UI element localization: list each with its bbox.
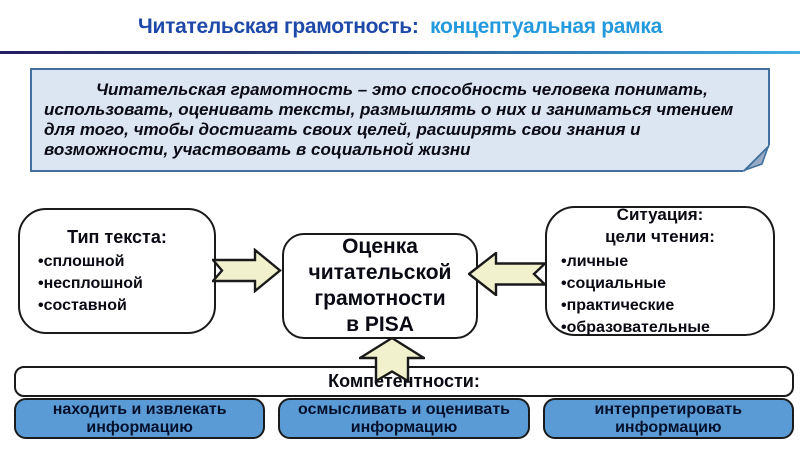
list-item: •практические: [561, 296, 675, 314]
arrow-right-icon: [212, 248, 282, 293]
list-item: •несплошной: [38, 274, 143, 292]
text-type-title: Тип текста:: [67, 226, 167, 247]
definition-text: Читательская грамотность – это способнос…: [44, 80, 734, 159]
folded-corner-icon: [743, 145, 770, 172]
list-item: •составной: [38, 296, 127, 314]
text-type-box: Тип текста: •сплошной •несплошной •соста…: [18, 208, 216, 334]
title-underline: [0, 51, 800, 54]
competency-find-extract: находить и извлекать информацию: [14, 398, 266, 439]
competencies-row: находить и извлекать информацию осмыслив…: [14, 398, 794, 439]
list-item: •личные: [561, 252, 629, 270]
reading-goals-list: •личные •социальные •практические •образ…: [547, 251, 773, 339]
page-title: Читательская грамотность: концептуальная…: [0, 15, 800, 39]
competency-reflect-evaluate: осмысливать и оценивать информацию: [278, 398, 530, 439]
definition-box: Читательская грамотность – это способнос…: [30, 68, 770, 172]
list-item: •социальные: [561, 274, 667, 292]
competency-interpret: интерпретировать информацию: [542, 398, 794, 439]
list-item: •сплошной: [38, 252, 125, 270]
pisa-assessment-box: Оценка читательской грамотности в PISA: [282, 233, 478, 339]
text-type-list: •сплошной •несплошной •составной: [20, 251, 214, 317]
title-primary-text: Читательская грамотность:: [138, 15, 419, 38]
reading-goals-box: Ситуация: цели чтения: •личные •социальн…: [545, 204, 775, 339]
arrow-up-icon: [359, 337, 425, 382]
reading-goals-title: Ситуация: цели чтения:: [605, 204, 715, 246]
arrow-left-icon: [468, 252, 547, 296]
title-accent-text: концептуальная рамка: [430, 15, 662, 38]
list-item: •образовательные: [561, 318, 710, 336]
